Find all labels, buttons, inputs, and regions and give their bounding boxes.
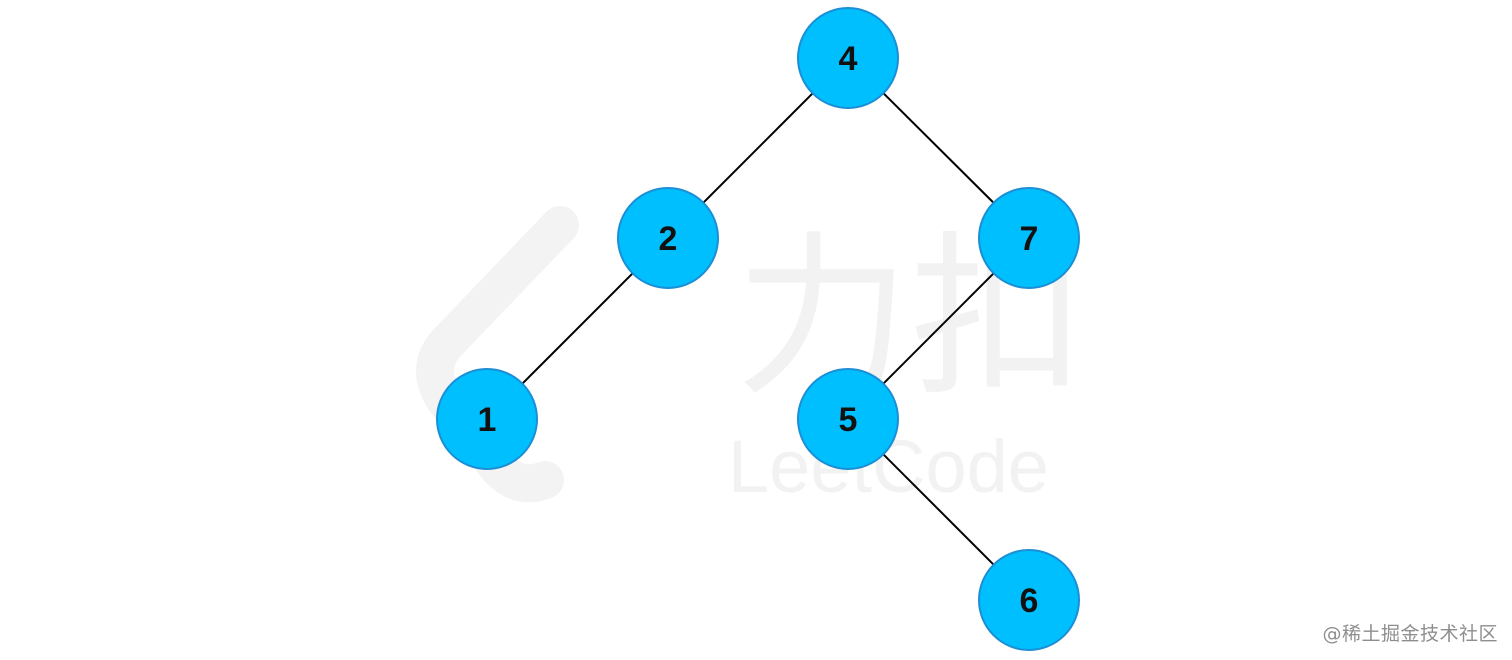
edge-n4-n2 bbox=[702, 92, 814, 204]
node-circle bbox=[978, 187, 1080, 289]
tree-node-1: 1 bbox=[436, 368, 538, 470]
node-label: 4 bbox=[839, 40, 858, 78]
edge-n2-n1 bbox=[521, 272, 634, 385]
edge-n5-n6 bbox=[882, 453, 995, 566]
node-circle bbox=[436, 368, 538, 470]
node-label: 2 bbox=[659, 220, 678, 258]
node-label: 5 bbox=[839, 401, 858, 439]
node-circle bbox=[978, 549, 1080, 651]
edge-n7-n5 bbox=[882, 272, 995, 385]
tree-nodes: 4 2 7 1 5 6 bbox=[436, 7, 1080, 651]
node-label: 7 bbox=[1020, 220, 1039, 258]
tree-node-7: 7 bbox=[978, 187, 1080, 289]
tree-edges bbox=[521, 92, 995, 566]
node-circle bbox=[797, 7, 899, 109]
edge-n4-n7 bbox=[882, 92, 995, 204]
node-label: 1 bbox=[478, 401, 497, 439]
tree-node-5: 5 bbox=[797, 368, 899, 470]
node-circle bbox=[617, 187, 719, 289]
node-label: 6 bbox=[1020, 582, 1039, 620]
tree-node-6: 6 bbox=[978, 549, 1080, 651]
node-circle bbox=[797, 368, 899, 470]
tree-node-4: 4 bbox=[797, 7, 899, 109]
tree-node-2: 2 bbox=[617, 187, 719, 289]
source-credit: @稀土掘金技术社区 bbox=[1322, 623, 1498, 645]
